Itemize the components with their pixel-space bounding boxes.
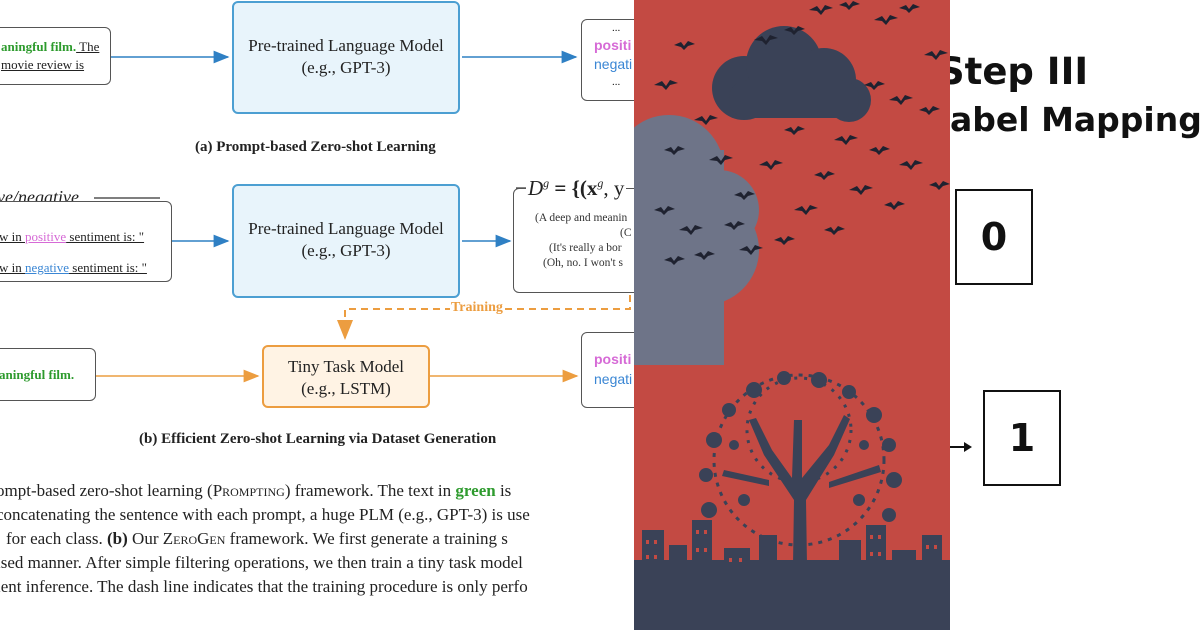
- input-sentence-box-b: aningful film.: [0, 348, 96, 401]
- dataset-sample: (It's really a bor: [549, 242, 622, 254]
- output-positive: positi: [594, 351, 632, 367]
- body-smallcaps: Prompting: [212, 481, 285, 500]
- dataset-box: [513, 188, 634, 293]
- paper-figure-panel: aningful film. The movie review is Pre-t…: [0, 1, 634, 596]
- body-line-5: ient inference. The dash line indicates …: [0, 577, 528, 596]
- label-box-0: 0: [955, 189, 1033, 285]
- prompt-word-positive: positive: [25, 229, 67, 244]
- caption-a: (a) Prompt-based Zero-shot Learning: [195, 139, 436, 155]
- body-line-1: ompt-based zero-shot learning (Prompting…: [0, 481, 511, 501]
- dataset-sample: (C: [620, 227, 632, 239]
- body-line-4: ised manner. After simple filtering oper…: [0, 553, 523, 572]
- prompt-pre: w in: [0, 260, 25, 275]
- ttm-label: Tiny Task Model: [288, 357, 404, 376]
- dataset-formula: Dg = {(xg, y: [526, 176, 627, 201]
- input-green-text: aningful film.: [0, 367, 75, 382]
- prompt-line-positive: w in positive sentiment is: ": [0, 229, 144, 245]
- plm-example: (e.g., GPT-3): [301, 58, 391, 77]
- body-smallcaps: ZeroGen: [162, 529, 226, 548]
- output-negative: negati: [594, 56, 633, 72]
- prompt-pre: w in: [0, 229, 25, 244]
- dark-cloud: [712, 26, 871, 122]
- prompt-post: sentiment is: ": [66, 229, 145, 244]
- body-text: is: [495, 481, 512, 500]
- body-text: framework. We first generate a training …: [225, 529, 508, 548]
- dataset-x-sup: g: [597, 176, 604, 190]
- poster-illustration-panel: [634, 0, 950, 630]
- label-mapping-slide: Step III abel Mapping 0 1: [950, 0, 1200, 630]
- tiny-task-model-box: Tiny Task Model (e.g., LSTM): [262, 345, 430, 408]
- plm-example: (e.g., GPT-3): [301, 241, 391, 260]
- output-box-a: ... positi negati ...: [581, 19, 634, 101]
- body-text: ) framework. The text in: [284, 481, 456, 500]
- prompt-line-negative: w in negative sentiment is: ": [0, 260, 147, 276]
- input-text-tail: The: [76, 39, 100, 54]
- prompt-post: sentiment is: ": [69, 260, 147, 275]
- training-label: Training: [450, 300, 504, 316]
- dataset-symbol: D: [528, 176, 544, 200]
- step-title: Step III: [950, 50, 1089, 93]
- body-text: Our: [127, 529, 163, 548]
- body-text: ompt-based zero-shot learning (: [0, 481, 213, 500]
- plm-label: Pre-trained Language Model: [248, 219, 444, 238]
- caption-b: (b) Efficient Zero-shot Learning via Dat…: [139, 431, 497, 447]
- tree: [699, 371, 902, 630]
- dataset-set-open: = {(x: [549, 176, 598, 200]
- input-green-text: aningful film.: [1, 39, 77, 54]
- prompt-word-negative: negative: [25, 260, 70, 275]
- prompt-box: w in positive sentiment is: " w in negat…: [0, 201, 172, 282]
- step-subtitle: abel Mapping: [950, 100, 1200, 139]
- body-line-2: concatenating the sentence with each pro…: [0, 505, 530, 524]
- arrow-right-icon: [950, 442, 972, 452]
- dataset-sample: (Oh, no. I won't s: [543, 257, 624, 269]
- label-box-1: 1: [983, 390, 1061, 486]
- body-bold: (b): [107, 529, 128, 548]
- skyline-windows: [646, 530, 937, 562]
- plm-box-a: Pre-trained Language Model (e.g., GPT-3): [232, 1, 460, 114]
- ttm-example: (e.g., LSTM): [301, 379, 391, 398]
- output-negative: negati: [594, 371, 633, 387]
- poster-illustration: [634, 0, 950, 630]
- plm-box-b: Pre-trained Language Model (e.g., GPT-3): [232, 184, 460, 298]
- body-line-3: for each class. (b) Our ZeroGen framewor…: [6, 529, 508, 549]
- dataset-sup: g: [543, 176, 550, 190]
- output-ellipsis: ...: [612, 76, 621, 88]
- bird-flock: [654, 1, 950, 265]
- dataset-y: , y: [603, 176, 625, 200]
- output-ellipsis: ...: [612, 22, 621, 34]
- plm-label: Pre-trained Language Model: [248, 36, 444, 55]
- input-text-line2: movie review is: [1, 57, 85, 72]
- city-skyline: [634, 520, 950, 630]
- body-text: for each class.: [6, 529, 108, 548]
- input-sentence-box-a: aningful film. The movie review is: [0, 27, 111, 85]
- dataset-sample: (A deep and meanin: [535, 212, 628, 224]
- output-positive: positi: [594, 37, 632, 53]
- output-box-b: positi negati: [581, 332, 634, 408]
- body-green-word: green: [455, 481, 496, 500]
